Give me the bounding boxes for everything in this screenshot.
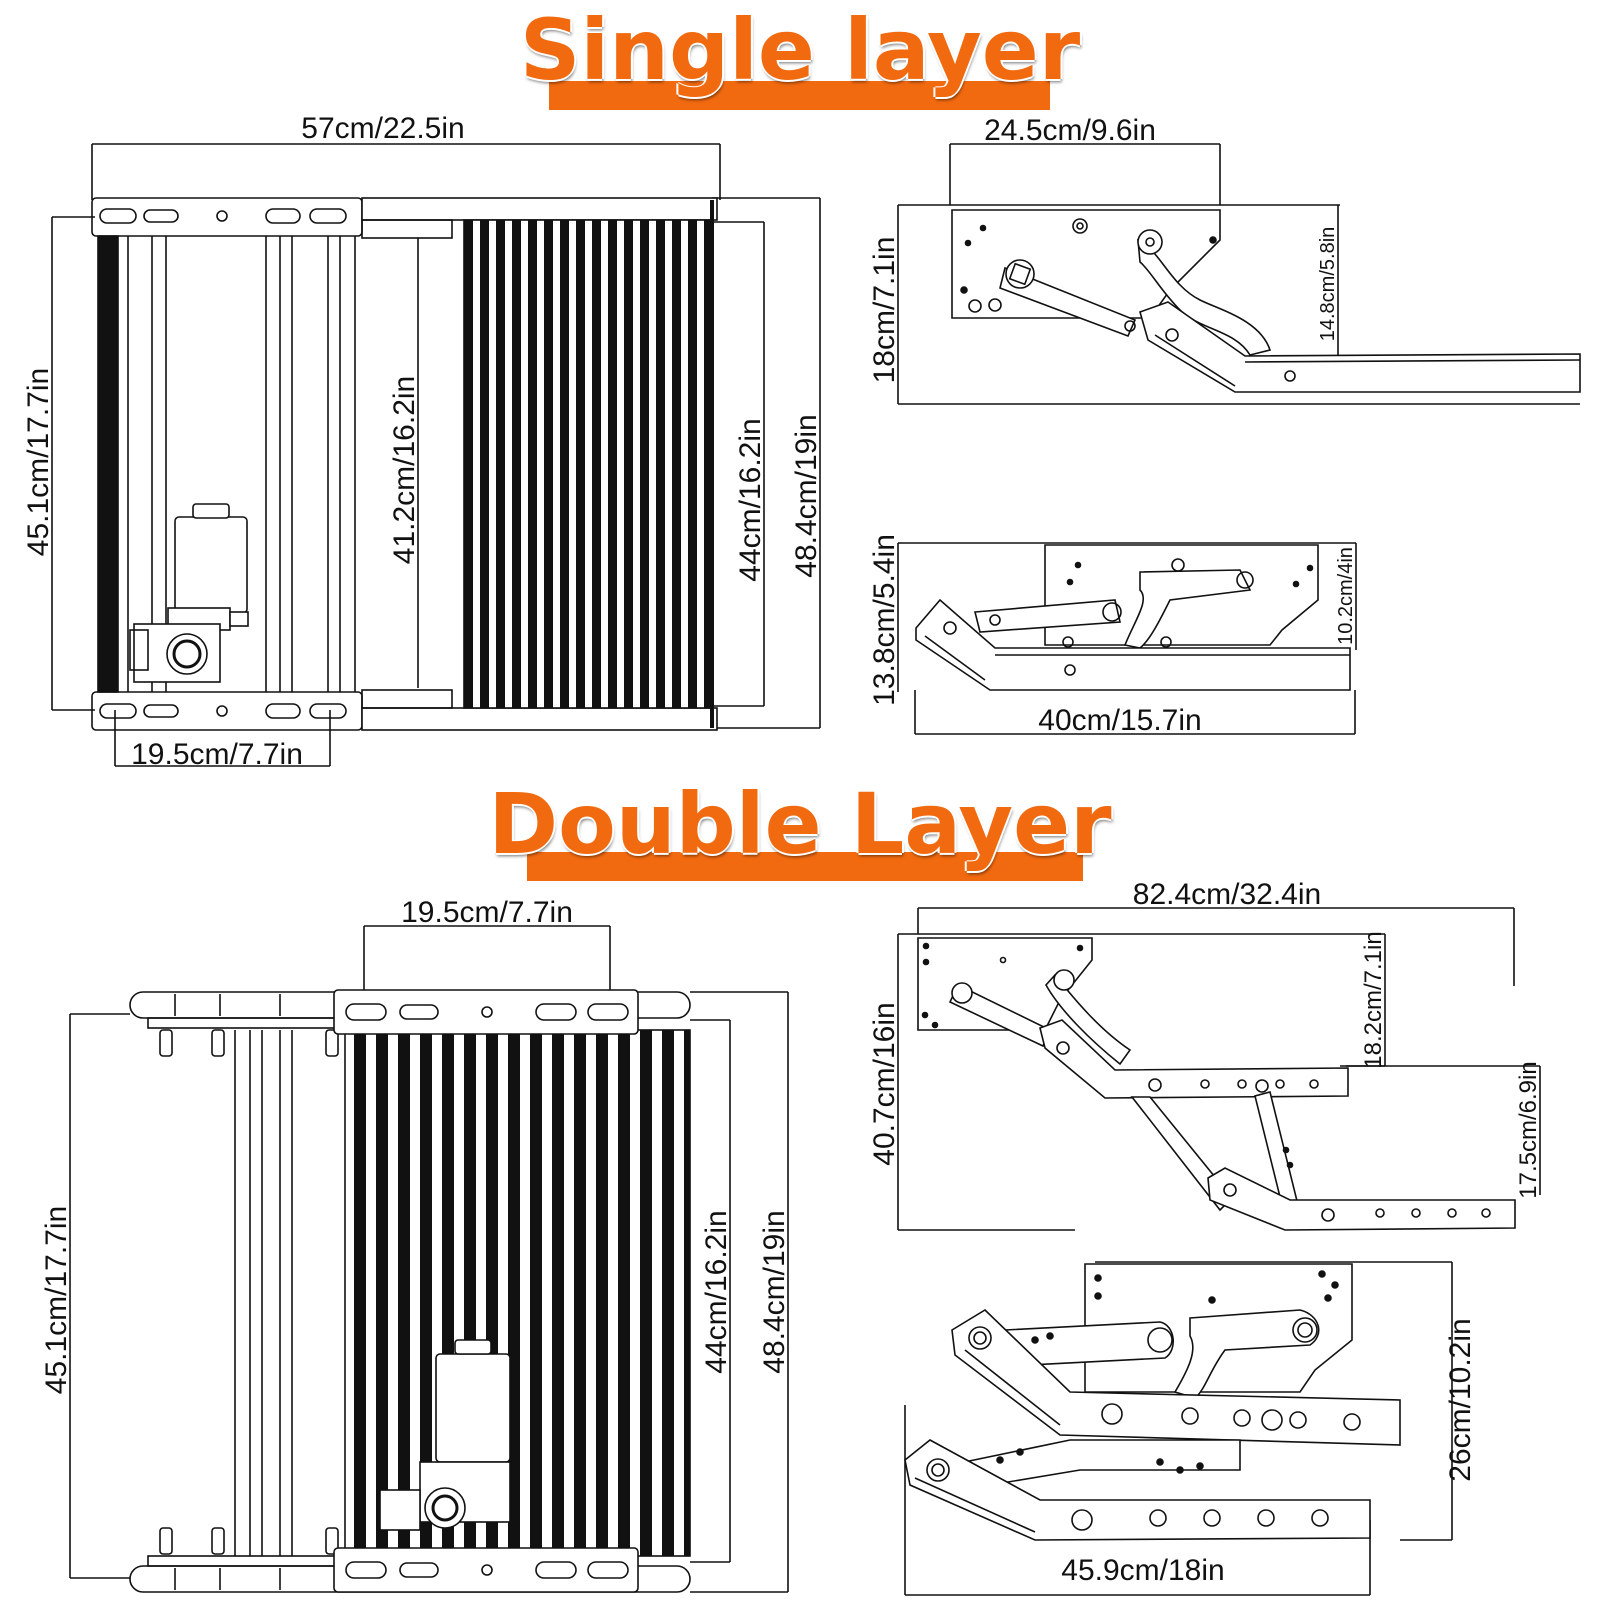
double-top-view bbox=[69, 925, 789, 1593]
single-retracted-length-label: 40cm/15.7in bbox=[1038, 704, 1201, 737]
double-retracted-length-label: 45.9cm/18in bbox=[1061, 1554, 1224, 1587]
double-upper-drop-label: 18.2cm/7.1in bbox=[1360, 931, 1387, 1068]
single-width-label: 57cm/22.5in bbox=[301, 112, 464, 145]
single-extended-drop-label: 14.8cm/5.8in bbox=[1317, 227, 1339, 342]
single-extended-side-view bbox=[897, 143, 1581, 405]
single-retracted-side-view bbox=[897, 542, 1357, 735]
double-retracted-height-label: 26cm/10.2in bbox=[1444, 1318, 1477, 1481]
single-extended-width-label: 24.5cm/9.6in bbox=[984, 114, 1156, 147]
double-retracted-side-view bbox=[904, 1261, 1453, 1596]
single-top-view bbox=[51, 143, 821, 767]
double-lower-drop-label: 17.5cm/6.9in bbox=[1515, 1061, 1542, 1198]
single-layer-heading: Single layer bbox=[519, 1, 1081, 99]
double-bracket-label: 19.5cm/7.7in bbox=[401, 896, 573, 929]
double-step-depth-label: 44cm/16.2in bbox=[700, 1210, 733, 1373]
single-step-depth-label: 44cm/16.2in bbox=[734, 418, 767, 581]
single-heading-underline bbox=[549, 81, 1050, 110]
double-extended-side-view bbox=[897, 907, 1541, 1231]
double-overall-depth-label: 48.4cm/19in bbox=[758, 1210, 791, 1373]
double-heading-underline bbox=[527, 852, 1083, 881]
single-retracted-drop-label: 10.2cm/4in bbox=[1335, 547, 1357, 645]
single-retracted-height-label: 13.8cm/5.4in bbox=[868, 534, 901, 706]
double-height-label: 45.1cm/17.7in bbox=[40, 1206, 73, 1394]
single-tread-depth-label: 41.2cm/16.2in bbox=[388, 376, 421, 564]
single-bracket-label: 19.5cm/7.7in bbox=[131, 738, 303, 771]
double-extended-length-label: 82.4cm/32.4in bbox=[1133, 878, 1321, 911]
single-height-label: 45.1cm/17.7in bbox=[22, 368, 55, 556]
double-layer-heading: Double Layer bbox=[488, 775, 1112, 873]
single-extended-height-label: 18cm/7.1in bbox=[868, 237, 901, 384]
double-extended-height-label: 40.7cm/16in bbox=[868, 1002, 901, 1165]
single-overall-depth-label: 48.4cm/19in bbox=[790, 414, 823, 577]
